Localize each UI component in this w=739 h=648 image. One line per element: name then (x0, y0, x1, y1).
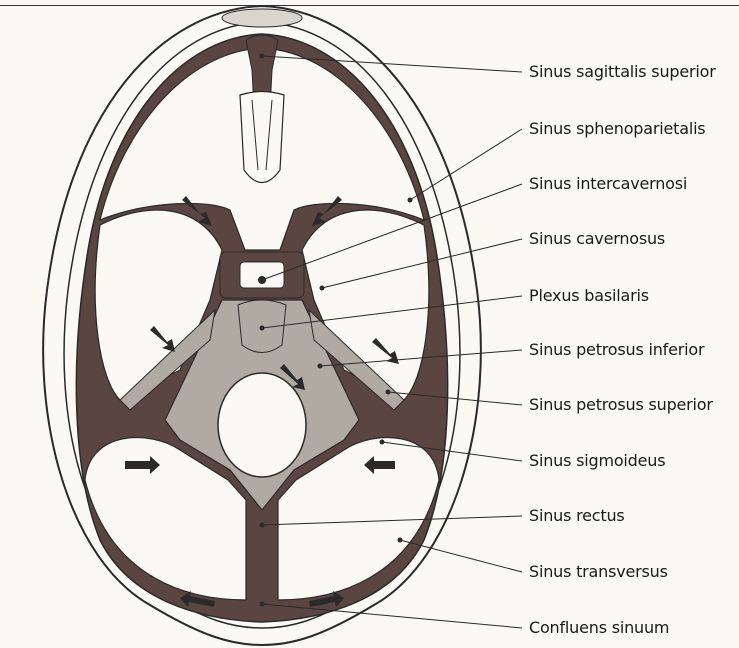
label-sinus-sphenoparietalis: Sinus sphenoparietalis (529, 119, 705, 138)
label-sinus-transversus: Sinus transversus (529, 562, 668, 581)
label-sinus-cavernosus: Sinus cavernosus (529, 229, 665, 248)
label-plexus-basilaris: Plexus basilaris (529, 286, 649, 305)
frontal-bone-top (222, 9, 302, 27)
hypophysis (240, 262, 284, 288)
label-confluens-sinuum: Confluens sinuum (529, 618, 669, 637)
label-sinus-sagittalis-superior: Sinus sagittalis superior (529, 62, 716, 81)
label-sinus-sigmoideus: Sinus sigmoideus (529, 451, 665, 470)
label-sinus-rectus: Sinus rectus (529, 506, 625, 525)
crista-galli (240, 92, 284, 183)
label-sinus-petrosus-inferior: Sinus petrosus inferior (529, 340, 704, 359)
foramen-magnum (218, 373, 306, 477)
label-sinus-intercavernosi: Sinus intercavernosi (529, 174, 687, 193)
label-sinus-petrosus-superior: Sinus petrosus superior (529, 395, 713, 414)
